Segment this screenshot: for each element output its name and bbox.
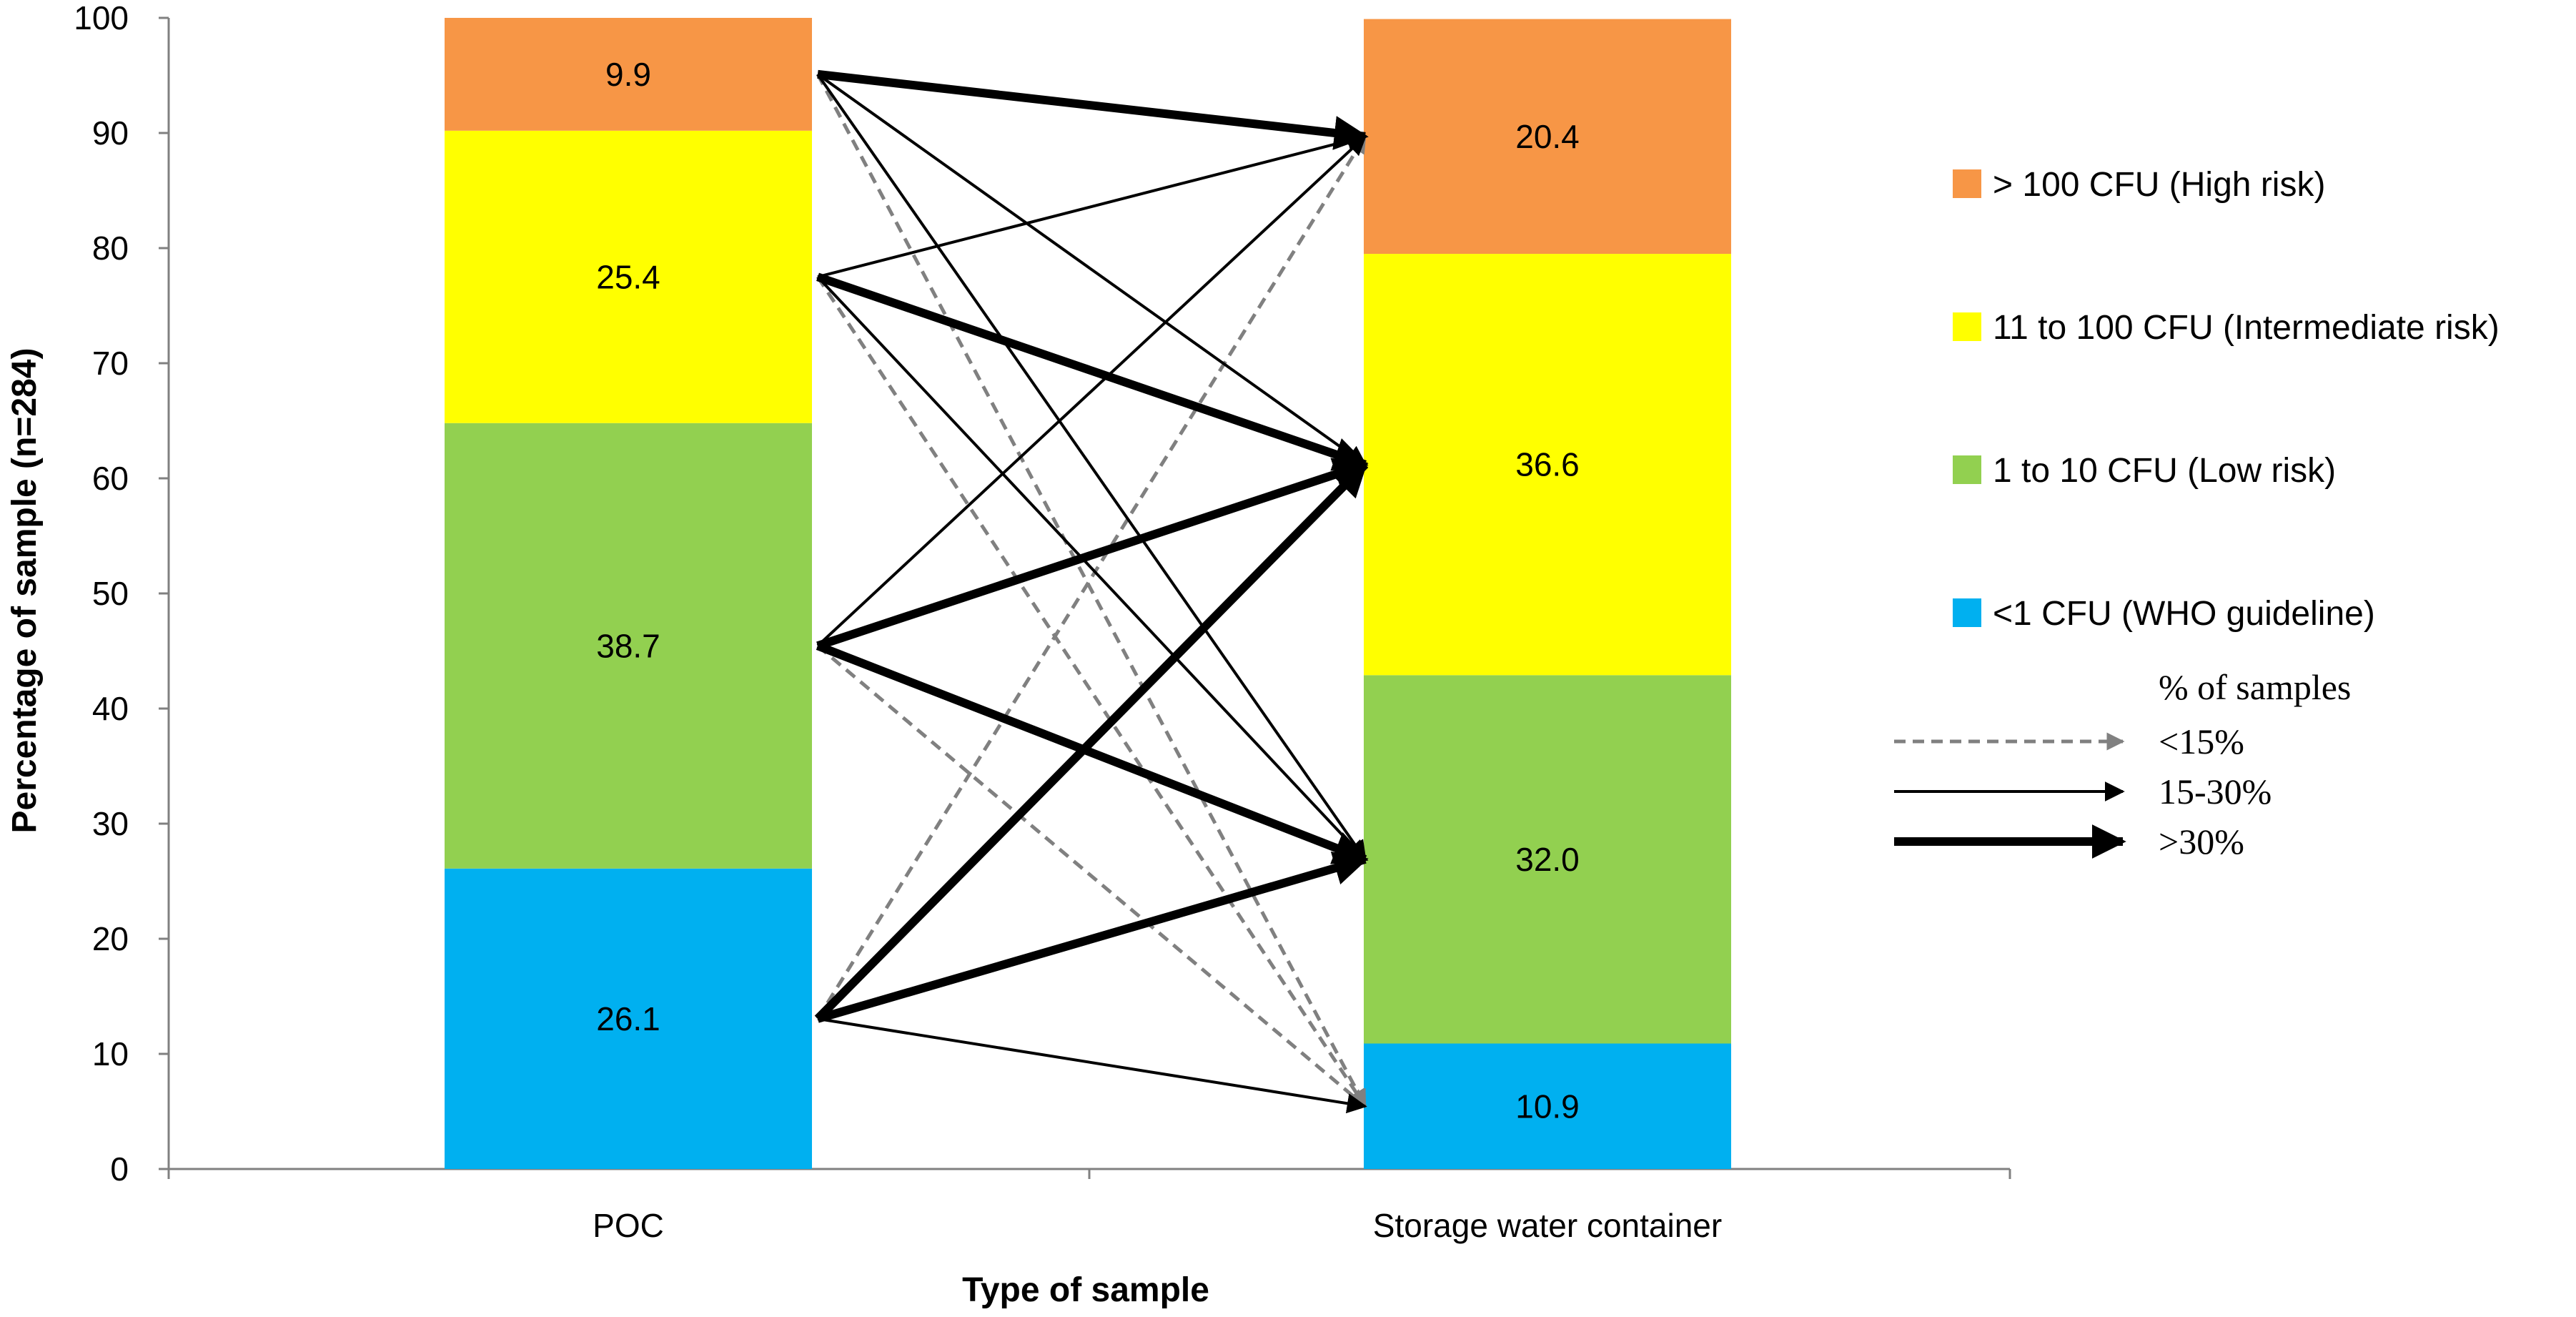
arrow-legend-label-30: >30% xyxy=(2159,822,2244,862)
value-label-storage-water-container-1-to-10-cfu-low-risk: 32.0 xyxy=(1515,841,1580,878)
bar-poc-100-cfu-high-risk xyxy=(445,18,812,131)
arrow-1-to-10-cfu-low-risk-to-1-cfu-who-guideline xyxy=(816,644,1367,1108)
value-label-poc-1-to-10-cfu-low-risk: 38.7 xyxy=(596,627,660,664)
legend-label-1-cfu-who-guideline: <1 CFU (WHO guideline) xyxy=(1993,595,2375,633)
x-axis: POC Storage water container xyxy=(167,1168,2011,1244)
arrow-11-to-100-cfu-intermediate-risk-to-11-to-100-cfu-intermediate-risk xyxy=(816,272,1369,471)
bar-storage-water-container-1-cfu-who-guideline xyxy=(1364,1043,1731,1169)
bar-storage-water-container-100-cfu-high-risk xyxy=(1364,19,1731,255)
y-tick-label-90: 90 xyxy=(92,114,129,152)
x-axis-title: Type of sample xyxy=(962,1271,1209,1309)
arrow-100-cfu-high-risk-to-100-cfu-high-risk xyxy=(817,69,1369,150)
y-tick-label-40: 40 xyxy=(92,690,129,727)
arrow-100-cfu-high-risk-to-1-to-10-cfu-low-risk xyxy=(816,73,1367,862)
value-labels: 26.1 38.7 25.4 9.9 10.9 32.0 36.6 20.4 xyxy=(596,56,1580,1125)
arrow-100-cfu-high-risk-to-1-cfu-who-guideline xyxy=(816,73,1367,1108)
y-tick-label-20: 20 xyxy=(92,920,129,957)
legend: > 100 CFU (High risk) 11 to 100 CFU (Inte… xyxy=(1953,166,2500,633)
y-tick-label-60: 60 xyxy=(92,460,129,497)
y-tick-label-0: 0 xyxy=(110,1150,129,1188)
x-tick-label-poc: POC xyxy=(593,1207,664,1244)
arrow-11-to-100-cfu-intermediate-risk-to-1-cfu-who-guideline xyxy=(816,275,1367,1108)
arrow-legend-title: % of samples xyxy=(2159,667,2351,707)
y-tick-label-80: 80 xyxy=(92,230,129,267)
value-label-storage-water-container-100-cfu-high-risk: 20.4 xyxy=(1515,118,1580,155)
legend-label-1-to-10-cfu-low-risk: 1 to 10 CFU (Low risk) xyxy=(1993,452,2336,490)
y-tick-label-50: 50 xyxy=(92,575,129,612)
arrow-legend-label-15-30: 15-30% xyxy=(2159,771,2272,812)
y-tick-label-70: 70 xyxy=(92,345,129,382)
arrow-1-cfu-who-guideline-to-11-to-100-cfu-intermediate-risk xyxy=(814,461,1369,1022)
arrow-1-cfu-who-guideline-to-1-to-10-cfu-low-risk xyxy=(816,851,1369,1023)
transition-arrows xyxy=(814,69,1369,1114)
y-tick-label-100: 100 xyxy=(74,0,129,36)
bar-poc-1-cfu-who-guideline xyxy=(445,868,812,1169)
bar-storage-water-container-1-to-10-cfu-low-risk xyxy=(1364,675,1731,1044)
arrow-1-cfu-who-guideline-to-100-cfu-high-risk xyxy=(816,134,1367,1020)
bar-storage-water-container-11-to-100-cfu-intermediate-risk xyxy=(1364,254,1731,676)
arrow-11-to-100-cfu-intermediate-risk-to-1-to-10-cfu-low-risk xyxy=(816,275,1367,861)
legend-swatch-11-to-100-cfu-intermediate-risk xyxy=(1953,312,1981,341)
value-label-poc-1-cfu-who-guideline: 26.1 xyxy=(596,1000,660,1037)
y-tick-label-30: 30 xyxy=(92,805,129,842)
arrow-1-to-10-cfu-low-risk-to-11-to-100-cfu-intermediate-risk xyxy=(816,458,1369,650)
y-tick-label-10: 10 xyxy=(92,1035,129,1072)
value-label-poc-11-to-100-cfu-intermediate-risk: 25.4 xyxy=(596,258,660,295)
value-label-storage-water-container-1-cfu-who-guideline: 10.9 xyxy=(1515,1087,1580,1125)
stacked-bars xyxy=(445,18,1731,1169)
y-axis: 0 10 20 30 40 50 60 70 80 90 100 xyxy=(74,0,170,1188)
arrow-legend: % of samples <15% 15-30% >30% xyxy=(1894,667,2351,862)
arrow-legend-label-15: <15% xyxy=(2159,721,2244,761)
bar-poc-1-to-10-cfu-low-risk xyxy=(445,423,812,869)
arrow-1-to-10-cfu-low-risk-to-1-to-10-cfu-low-risk xyxy=(816,641,1369,864)
legend-swatch-1-cfu-who-guideline xyxy=(1953,598,1981,627)
value-label-storage-water-container-11-to-100-cfu-intermediate-risk: 36.6 xyxy=(1515,446,1580,483)
legend-label-100-cfu-high-risk: > 100 CFU (High risk) xyxy=(1993,166,2325,204)
y-axis-title: Percentage of sample (n=284) xyxy=(6,348,44,834)
value-label-poc-100-cfu-high-risk: 9.9 xyxy=(605,56,651,93)
legend-label-11-to-100-cfu-intermediate-risk: 11 to 100 CFU (Intermediate risk) xyxy=(1993,309,2500,347)
legend-swatch-1-to-10-cfu-low-risk xyxy=(1953,455,1981,484)
legend-swatch-100-cfu-high-risk xyxy=(1953,169,1981,198)
arrow-100-cfu-high-risk-to-11-to-100-cfu-intermediate-risk xyxy=(816,73,1367,466)
arrow-1-cfu-who-guideline-to-1-cfu-who-guideline xyxy=(817,1017,1367,1114)
arrow-1-to-10-cfu-low-risk-to-100-cfu-high-risk xyxy=(816,134,1367,647)
bar-poc-11-to-100-cfu-intermediate-risk xyxy=(445,130,812,423)
x-tick-label-storage-water-container: Storage water container xyxy=(1373,1207,1722,1244)
arrow-11-to-100-cfu-intermediate-risk-to-100-cfu-high-risk xyxy=(817,131,1367,279)
